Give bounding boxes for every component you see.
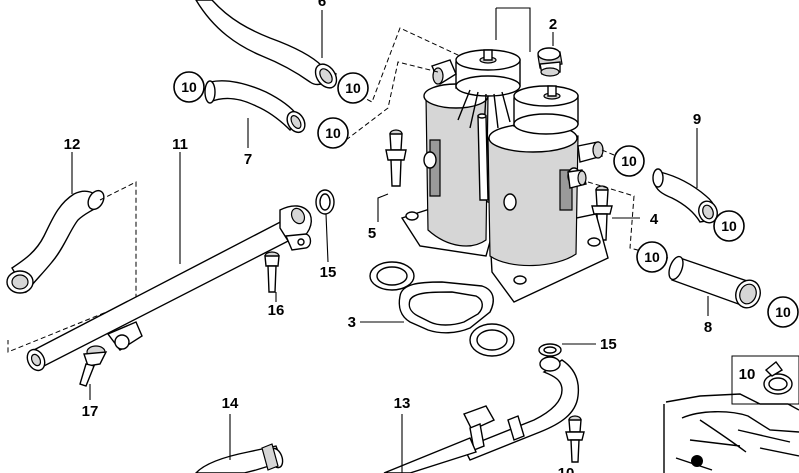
callout-12: 12 (64, 136, 81, 153)
callout-14: 14 (222, 395, 239, 412)
callout-13: 13 (394, 395, 411, 412)
callout-7: 7 (244, 151, 252, 168)
callout-3: 3 (348, 314, 356, 331)
callout-10-key: 10 (739, 366, 756, 383)
tube-11 (26, 205, 312, 372)
hose-14 (195, 443, 284, 473)
hose-clamp-10 (731, 355, 799, 405)
bolt-lower (565, 415, 585, 463)
circled-ref-6: 10 (636, 241, 668, 273)
callout-bottom-partial: 10 (558, 465, 575, 473)
washer-15-lower (538, 343, 562, 357)
callout-5: 5 (368, 225, 376, 242)
hose-6 (195, 0, 338, 89)
pipe-13 (383, 356, 580, 473)
hose-12 (6, 181, 137, 353)
circled-ref-5: 10 (713, 210, 745, 242)
callout-11: 11 (172, 136, 188, 153)
car-locator-illustration (663, 393, 799, 473)
hose-8 (668, 255, 761, 309)
guide-line-middle (345, 61, 439, 141)
bolt-17 (79, 345, 108, 387)
svg-text:10: 10 (644, 249, 660, 265)
circled-ref-3: 10 (317, 117, 349, 149)
guide-line-right (601, 149, 627, 161)
callout-6: 6 (318, 0, 326, 10)
plug-2 (537, 47, 563, 77)
svg-text:10: 10 (775, 304, 791, 320)
callout-16: 16 (268, 302, 285, 319)
washer-15-upper (315, 189, 335, 215)
callout-4: 4 (650, 211, 659, 228)
guide-line-lower-right (587, 181, 669, 259)
svg-text:10: 10 (621, 153, 637, 169)
circled-ref-7: 10 (767, 296, 799, 328)
svg-text:10: 10 (721, 218, 737, 234)
secondary-air-valve-assembly (400, 49, 609, 303)
circled-ref-2: 10 (173, 71, 205, 103)
svg-text:10: 10 (181, 79, 197, 95)
callout-17: 17 (82, 403, 99, 420)
hose-9 (652, 168, 718, 224)
bolt-16 (264, 251, 280, 293)
svg-text:10: 10 (345, 80, 361, 96)
svg-text:10: 10 (325, 125, 341, 141)
callout-15-lower: 15 (600, 336, 617, 353)
circled-ref-4: 10 (613, 145, 645, 177)
callout-15-upper: 15 (320, 264, 337, 281)
bolt-5 (385, 129, 407, 187)
circled-ref-1: 10 (337, 72, 369, 104)
gasket-3 (369, 261, 515, 357)
hose-7 (204, 80, 306, 134)
callout-8: 8 (704, 319, 712, 336)
callout-9: 9 (693, 111, 701, 128)
callout-2: 2 (549, 16, 557, 33)
